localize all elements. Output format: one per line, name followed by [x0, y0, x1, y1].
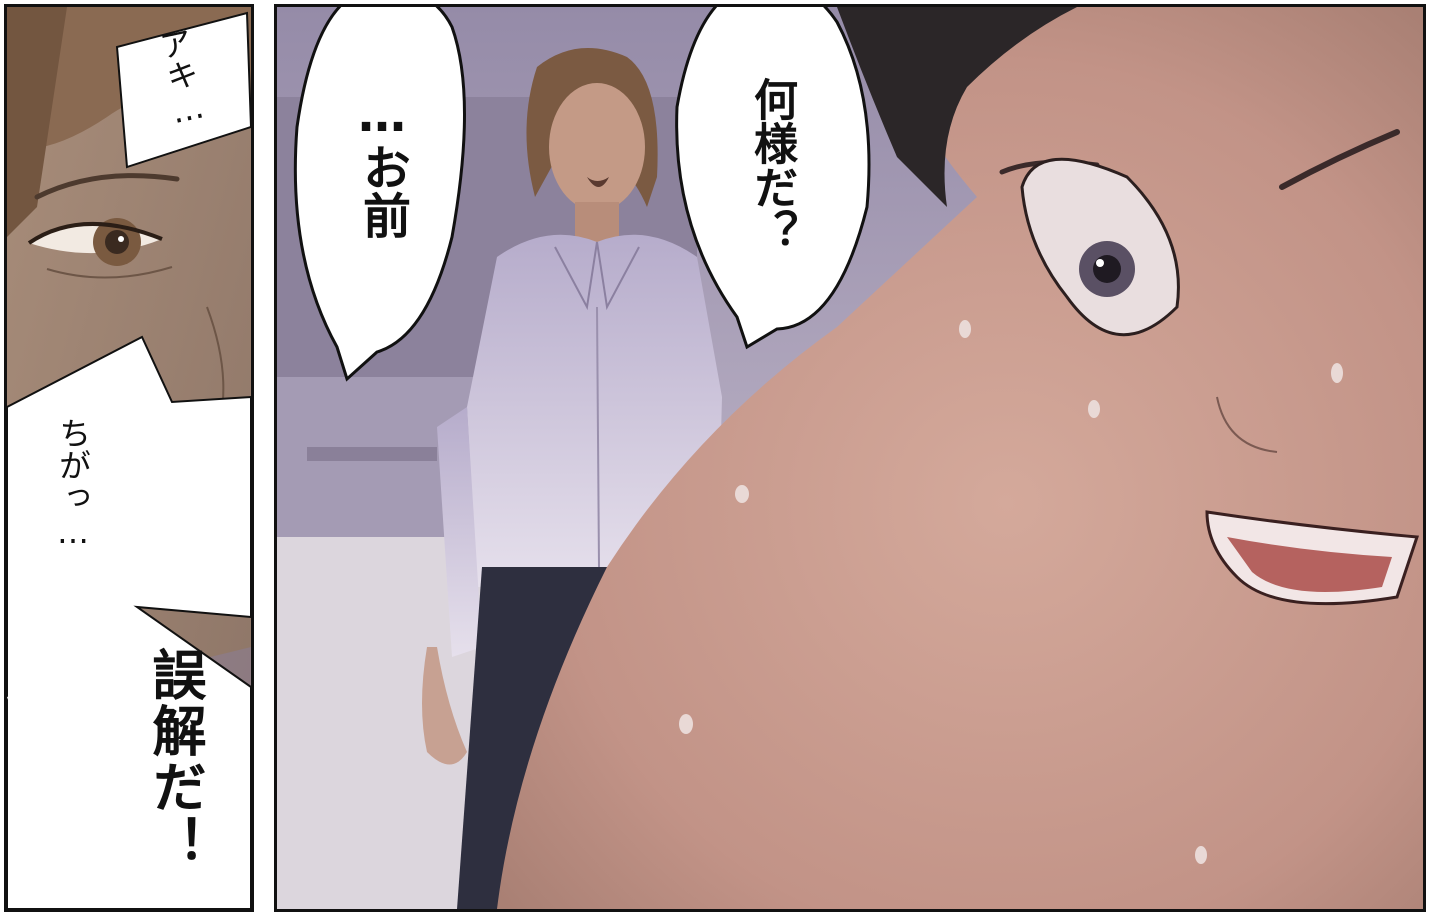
right-panel: …お前 何様だ？ — [274, 4, 1426, 912]
left-panel: アキ… ちがっ… 誤解だ！ — [4, 4, 254, 912]
left-panel-artwork — [7, 7, 251, 909]
speech-bubble-chigatsu — [7, 335, 251, 909]
bubble-text-omae: …お前 — [354, 87, 410, 239]
bubble-text-chigatsu: ちがっ… — [54, 417, 92, 551]
bubble-text-gokai: 誤解だ！ — [143, 647, 206, 871]
speech-bubble-omae — [293, 7, 466, 382]
bubble-text-nanisama: 何様だ？ — [746, 77, 797, 253]
speech-bubble-aki — [115, 11, 251, 169]
right-panel-artwork — [277, 7, 1423, 909]
speech-bubble-nanisama — [675, 7, 871, 350]
